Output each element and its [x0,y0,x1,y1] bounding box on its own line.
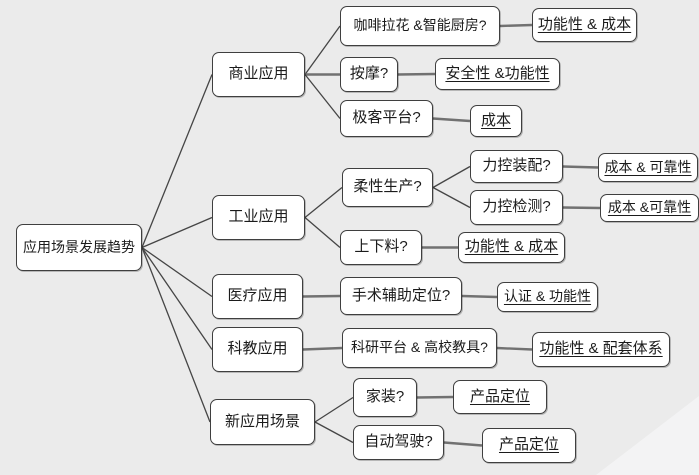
node-leaf_fc2[interactable]: 功能性 & 成本 [458,232,565,263]
edge-root-newapp [141,247,211,423]
node-massage[interactable]: 按摩? [340,57,398,92]
edge-newapp-home [314,396,354,423]
edge-massage-leaf_sf [397,72,436,76]
edge-root-biz [141,74,213,248]
node-leaf_pp1[interactable]: 产品定位 [453,380,547,414]
node-surgery[interactable]: 手术辅助定位? [340,277,462,315]
edge-flex-detect [432,186,471,209]
edge-edu-research [302,346,343,351]
node-biz[interactable]: 商业应用 [212,52,305,97]
node-leaf_ck2[interactable]: 成本 &可靠性 [600,194,699,222]
edge-geek-leaf_cb1 [432,117,471,123]
node-ind[interactable]: 工业应用 [212,195,305,240]
edge-surgery-leaf_rf [461,294,498,299]
edge-research-leaf_fp [496,346,533,351]
node-coffee[interactable]: 咖啡拉花 &智能厨房? [340,6,500,46]
edge-root-med [141,246,213,298]
node-load[interactable]: 上下料? [340,230,422,265]
edge-assemble-leaf_ck1 [562,165,599,169]
node-geek[interactable]: 极客平台? [340,100,433,137]
edge-root-ind [141,216,213,249]
node-leaf_rf[interactable]: 认证 & 功能性 [497,282,598,312]
node-edu[interactable]: 科教应用 [212,327,303,372]
node-leaf_ck1[interactable]: 成本 & 可靠性 [598,153,698,182]
node-leaf_fp[interactable]: 功能性 & 配套体系 [532,332,670,367]
edge-auto-leaf_pp2 [443,441,483,447]
node-leaf_cb1[interactable]: 成本 [470,105,522,137]
node-med[interactable]: 医疗应用 [212,274,303,319]
edge-detect-leaf_ck2 [562,206,601,210]
edge-biz-geek [304,74,341,119]
node-detect[interactable]: 力控检测? [470,190,563,225]
edge-coffee-leaf_fc1 [499,23,533,28]
corner-sheen [596,396,699,475]
edge-ind-load [304,217,341,248]
edge-biz-coffee [304,25,341,75]
node-assemble[interactable]: 力控装配? [470,150,563,183]
node-newapp[interactable]: 新应用场景 [210,399,315,445]
node-flex[interactable]: 柔性生产? [342,168,433,207]
node-leaf_pp2[interactable]: 产品定位 [482,428,576,463]
node-research[interactable]: 科研平台 & 高校教具? [342,328,497,368]
node-leaf_fc1[interactable]: 功能性 & 成本 [532,8,637,42]
edge-ind-flex [304,186,343,219]
edge-newapp-auto [314,421,354,444]
node-auto[interactable]: 自动驾驶? [353,425,444,460]
edge-flex-assemble [432,165,471,189]
node-root[interactable]: 应用场景发展趋势 [16,224,142,271]
edge-home-leaf_pp1 [416,395,454,399]
edge-root-edu [141,247,213,350]
edge-med-surgery [302,294,341,298]
node-home[interactable]: 家装? [353,378,417,417]
node-leaf_sf[interactable]: 安全性 &功能性 [435,58,560,90]
